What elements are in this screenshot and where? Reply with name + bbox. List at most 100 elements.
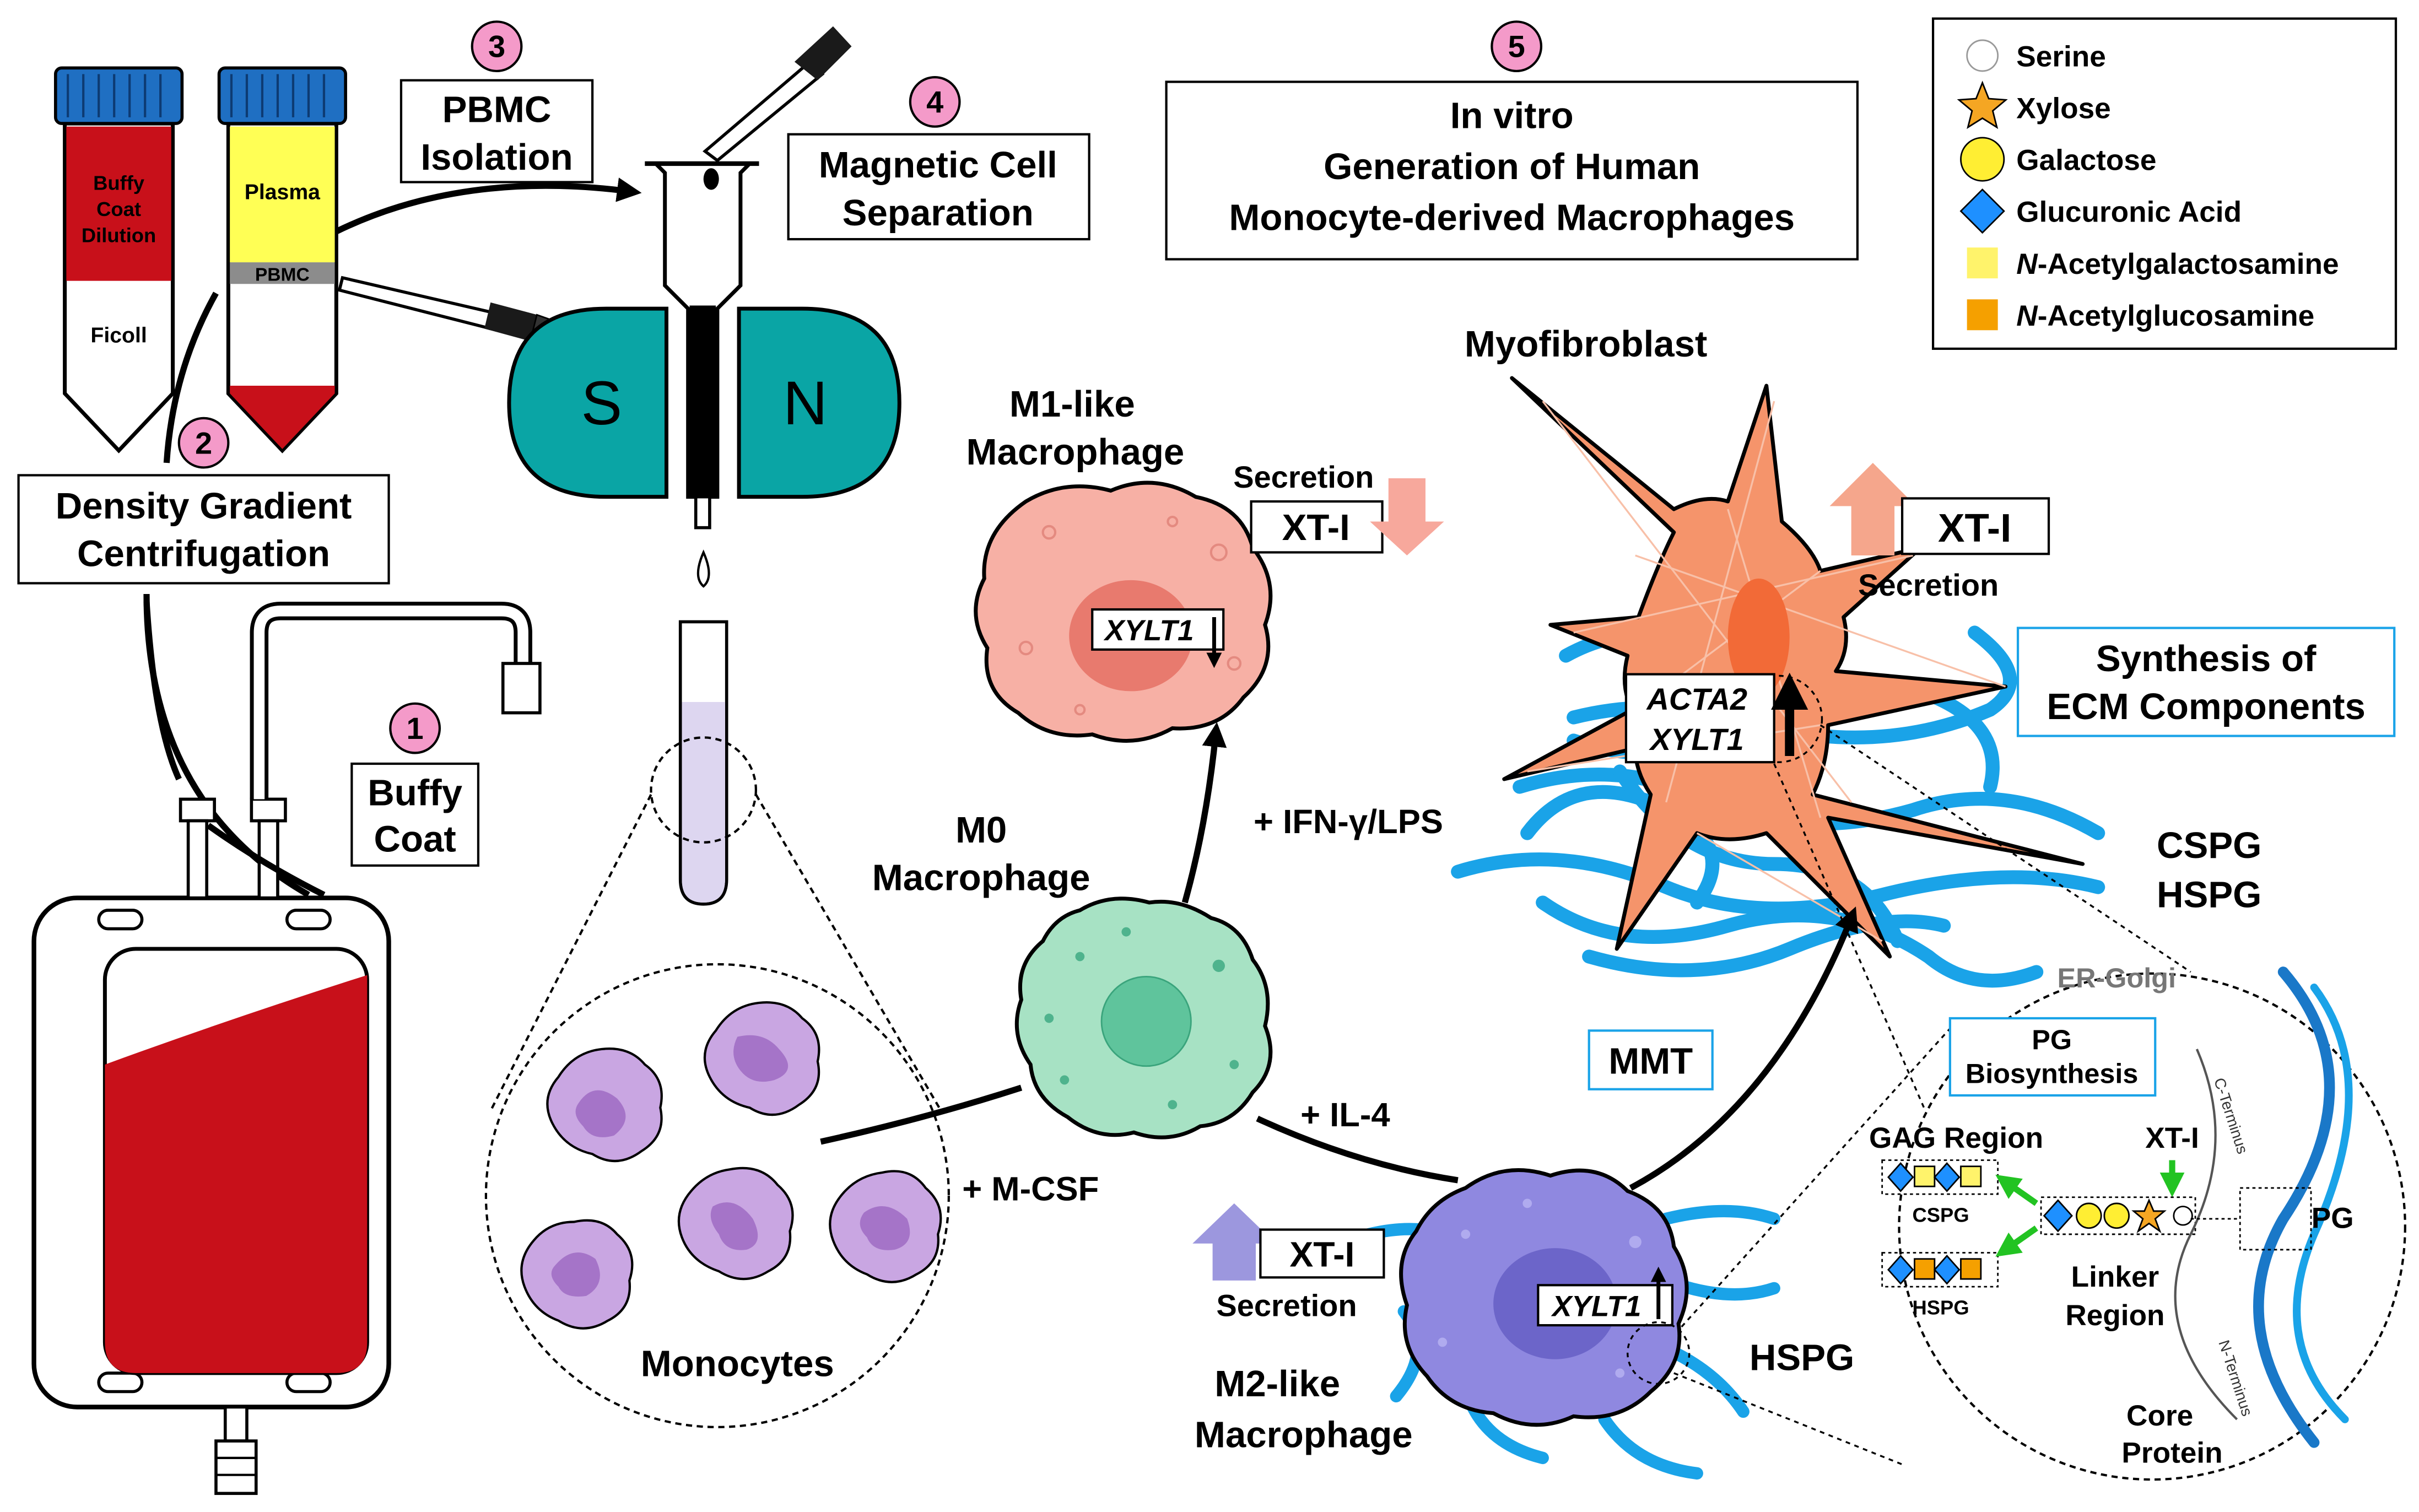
step-3-line-2: Isolation xyxy=(420,137,573,178)
myo-gene-xylt1: XYLT1 xyxy=(1649,722,1744,757)
tube-left-label-3: Dilution xyxy=(82,224,156,247)
legend-label-2: Galactose xyxy=(2016,144,2156,177)
m2-xt-label: XT-I xyxy=(1289,1235,1354,1275)
magnet-north-label: N xyxy=(783,369,828,438)
dropper xyxy=(703,26,852,190)
step-2-badge: 2 xyxy=(195,425,212,460)
ecm-title-1: Synthesis of xyxy=(2096,638,2317,679)
legend-swatch-5 xyxy=(1967,299,1998,331)
m2-up-arrow xyxy=(1192,1203,1276,1281)
legend-label-5: N-Acetylglucosamine xyxy=(2016,300,2314,332)
m0-label-1: M0 xyxy=(955,809,1007,851)
tube-left-label-2: Coat xyxy=(96,198,141,220)
m0-macrophage: M0 Macrophage xyxy=(872,809,1273,1140)
er-golgi-label: ER-Golgi xyxy=(2058,962,2176,993)
linker-label-2: Region xyxy=(2065,1299,2164,1332)
myo-secretion-label: Secretion xyxy=(1858,568,1999,602)
step-5: 5 In vitro Generation of Human Monocyte-… xyxy=(1165,20,1859,261)
m1-label-2: Macrophage xyxy=(966,431,1185,473)
step-1-line-1: Buffy xyxy=(368,773,462,814)
legend-swatch-3 xyxy=(1959,188,2005,234)
legend-swatch-0 xyxy=(1966,39,1999,72)
m1-macrophage: XYLT1 M1-like Macrophage xyxy=(966,384,1273,743)
magnet-south-label: S xyxy=(581,369,623,438)
m1-down-arrow xyxy=(1370,478,1444,556)
droplet xyxy=(696,549,710,588)
myo-gene-acta2: ACTA2 xyxy=(1645,682,1747,716)
step-3-badge: 3 xyxy=(488,29,505,64)
core-protein-label-1: Core xyxy=(2126,1400,2193,1432)
m1-secretion: Secretion XT-I xyxy=(1233,460,1444,556)
arrow-m2-to-myo xyxy=(1629,906,1859,1191)
m2-label-1: M2-like xyxy=(1214,1363,1340,1405)
m1-gene-label: XYLT1 xyxy=(1103,614,1194,647)
monocyte-3 xyxy=(677,1167,794,1281)
cspg-label: CSPG xyxy=(2157,825,2261,866)
il4-label: + IL-4 xyxy=(1300,1096,1390,1134)
pg-label: PG xyxy=(2312,1202,2354,1235)
m2-gene-label: XYLT1 xyxy=(1551,1290,1642,1322)
m2-label-2: Macrophage xyxy=(1195,1414,1413,1455)
pg-biosynthesis-1: PG xyxy=(2032,1024,2072,1055)
step-2: 2 Density Gradient Centrifugation xyxy=(17,417,390,585)
hspg-chain: HSPG xyxy=(1881,1252,1999,1319)
step-5-line-1: In vitro xyxy=(1450,95,1574,137)
step-1-line-2: Coat xyxy=(374,819,456,860)
step-4-badge: 4 xyxy=(926,85,943,120)
connector-bag-to-tube xyxy=(163,291,219,463)
step-1: 1 Buffy Coat xyxy=(350,702,480,867)
tube-right-pbmc: PBMC xyxy=(255,265,310,285)
legend-label-1: Xylose xyxy=(2016,93,2110,125)
hspg-label: HSPG xyxy=(2157,874,2261,915)
step-3: 3 PBMC Isolation xyxy=(399,20,594,183)
m1-secretion-label: Secretion xyxy=(1233,460,1374,494)
step-3-line-1: PBMC xyxy=(442,89,552,130)
m2-secretion-label: Secretion xyxy=(1216,1288,1357,1322)
step-2-line-1: Density Gradient xyxy=(56,485,352,527)
m2-secretion: XT-I Secretion xyxy=(1192,1203,1385,1322)
mmt-label: MMT xyxy=(1608,1041,1693,1082)
monocyte-1 xyxy=(546,1047,663,1163)
legend-label-3: Glucuronic Acid xyxy=(2016,196,2242,229)
step-2-line-2: Centrifugation xyxy=(77,533,330,575)
step-4-line-1: Magnetic Cell xyxy=(819,144,1057,186)
step-5-badge: 5 xyxy=(1508,29,1525,64)
legend-label-0: Serine xyxy=(2016,41,2106,73)
monocytes-inset: Monocytes xyxy=(484,963,950,1428)
myo-xt-label: XT-I xyxy=(1938,506,2011,550)
cspg-chain: CSPG xyxy=(1881,1159,1999,1227)
tube-left: Buffy Coat Dilution Ficoll xyxy=(53,66,184,453)
pg-biosynthesis-2: Biosynthesis xyxy=(1966,1058,2139,1089)
mcsf-label: + M-CSF xyxy=(962,1170,1099,1208)
gag-region-label: GAG Region xyxy=(1869,1122,2043,1154)
step-5-line-2: Generation of Human xyxy=(1324,146,1700,187)
linker-label-1: Linker xyxy=(2071,1261,2159,1293)
step-5-line-3: Monocyte-derived Macrophages xyxy=(1229,197,1795,238)
tube-right: Plasma PBMC xyxy=(217,66,347,453)
monocyte-4 xyxy=(520,1219,634,1330)
linker-region: Linker Region xyxy=(2040,1196,2196,1332)
tube-right-plasma: Plasma xyxy=(245,180,321,204)
blood-bag xyxy=(31,601,542,1495)
m2-macrophage: XYLT1 xyxy=(1399,1168,1691,1427)
ifn-lps-label: + IFN-γ/LPS xyxy=(1254,803,1443,841)
legend-swatch-1 xyxy=(1957,80,2008,129)
core-protein-label-2: Protein xyxy=(2121,1437,2222,1469)
inset-cspg-label: CSPG xyxy=(1913,1204,1969,1227)
ecm-synthesis-box: Synthesis of ECM Components xyxy=(2016,627,2396,737)
monocytes-label: Monocytes xyxy=(641,1343,834,1384)
m0-label-2: Macrophage xyxy=(872,857,1090,899)
myofibroblast: ACTA2 XYLT1 Myofibroblast xyxy=(1465,323,2085,959)
m1-label-1: M1-like xyxy=(1009,384,1135,425)
monocyte-2 xyxy=(703,1001,820,1116)
er-golgi-inset: ER-Golgi PG Biosynthesis GAG Region XT-I… xyxy=(1869,962,2406,1481)
legend-label-4: N-Acetylgalactosamine xyxy=(2016,248,2339,280)
myo-secretion: XT-I Secretion xyxy=(1829,463,2050,602)
myofibroblast-label: Myofibroblast xyxy=(1465,323,1707,365)
tube-left-label-1: Buffy xyxy=(93,171,145,194)
arrow-m0-to-m1 xyxy=(1181,722,1227,904)
arrow-3-to-column xyxy=(334,177,642,235)
step-4: 4 Magnetic Cell Separation xyxy=(787,76,1090,241)
